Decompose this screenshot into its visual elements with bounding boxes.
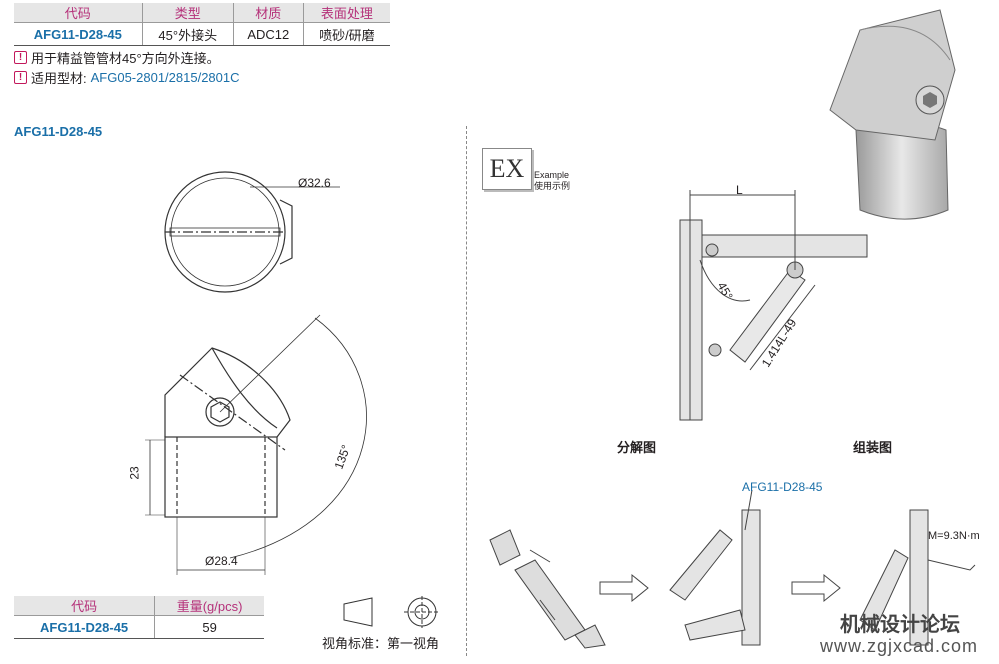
- weight-header-weight: 重量(g/pcs): [154, 596, 264, 616]
- spec-material: ADC12: [232, 22, 304, 46]
- side-view-body: [164, 436, 278, 518]
- weight-table: 代码 重量(g/pcs) AFG11-D28-45 59: [14, 596, 264, 639]
- caption-exploded: 分解图: [617, 440, 657, 455]
- example-label-en: Example: [534, 170, 570, 180]
- projection-symbol-icon: [343, 596, 440, 628]
- product-photo: [829, 9, 956, 220]
- assembly-sequence: [489, 489, 976, 649]
- spec-header-surface: 表面处理: [302, 3, 390, 23]
- dim-bottom-diameter: Ø28.4: [205, 554, 238, 568]
- example-drawing: [679, 190, 868, 421]
- spec-surface: 喷砂/研磨: [302, 22, 390, 46]
- caption-assembled: 组装图: [853, 440, 893, 455]
- alert-icon: !: [14, 51, 27, 64]
- spec-header-type: 类型: [141, 3, 234, 23]
- assembly-torque: M=9.3N·m: [928, 530, 980, 542]
- alert-icon: !: [14, 71, 27, 84]
- note-profile-prefix: 适用型材:: [31, 71, 87, 86]
- model-title: AFG11-D28-45: [14, 124, 103, 139]
- example-badge: EX: [482, 148, 532, 190]
- table-row: AFG11-D28-45 59: [14, 615, 264, 639]
- note-profile: ! 适用型材:AFG05-2801/2815/2801C: [14, 68, 240, 87]
- example-dim-length: L: [736, 183, 743, 197]
- spec-header-code: 代码: [14, 3, 143, 23]
- example-label-cn: 使用示例: [534, 181, 571, 191]
- watermark-cn: 机械设计论坛: [840, 612, 960, 636]
- watermark-url: www.zgjxcad.com: [820, 636, 979, 656]
- weight-value: 59: [154, 615, 264, 639]
- note-usage-text: 用于精益管管材45°方向外连接。: [31, 51, 220, 66]
- spec-code: AFG11-D28-45: [14, 22, 143, 46]
- weight-header-code: 代码: [14, 596, 156, 616]
- divider: [466, 126, 467, 656]
- dim-top-diameter: Ø32.6: [298, 176, 331, 190]
- dim-height: 23: [127, 466, 142, 480]
- view-standard: 视角标准：第一视角: [322, 636, 440, 651]
- technical-drawing: [145, 171, 367, 575]
- weight-code: AFG11-D28-45: [14, 615, 156, 639]
- note-profile-value: AFG05-2801/2815/2801C: [90, 70, 240, 85]
- spec-header-material: 材质: [232, 3, 304, 23]
- table-row: AFG11-D28-45 45°外接头 ADC12 喷砂/研磨: [14, 22, 390, 46]
- assembly-part-label: AFG11-D28-45: [742, 480, 823, 494]
- spec-type: 45°外接头: [141, 22, 234, 46]
- note-usage: ! 用于精益管管材45°方向外连接。: [14, 48, 220, 67]
- spec-table: 代码 类型 材质 表面处理 AFG11-D28-45 45°外接头 ADC12 …: [14, 3, 390, 46]
